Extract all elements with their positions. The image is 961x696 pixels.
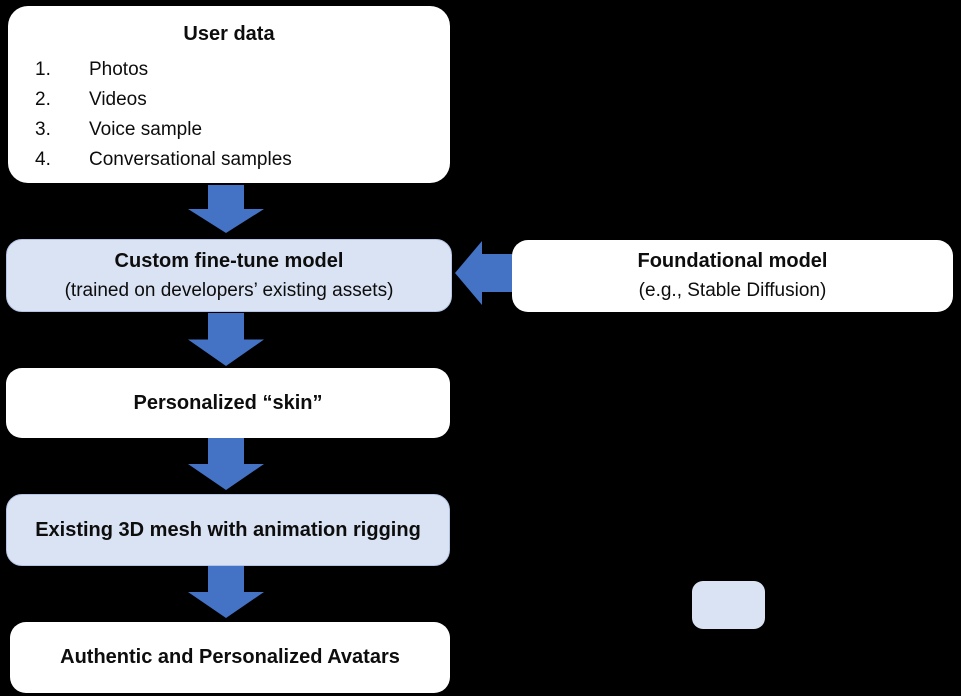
list-item-number: 3.: [35, 119, 51, 140]
custom-model-title: Custom fine-tune model: [114, 249, 344, 272]
avatars-box: Authentic and Personalized Avatars: [10, 622, 450, 693]
list-item-label: Voice sample: [89, 119, 203, 140]
list-item: 1. Photos: [8, 55, 450, 85]
foundational-model-box: Foundational model (e.g., Stable Diffusi…: [512, 240, 953, 312]
down-arrow-icon: [188, 313, 264, 366]
user-data-title: User data: [183, 23, 275, 45]
foundational-model-subtitle: (e.g., Stable Diffusion): [638, 280, 827, 301]
down-arrow-icon: [188, 438, 264, 490]
list-item-label: Conversational samples: [89, 149, 292, 170]
custom-model-subtitle: (trained on developers’ existing assets): [64, 279, 394, 301]
down-arrow-icon: [188, 566, 264, 618]
list-item-label: Videos: [89, 89, 147, 110]
mesh-box: Existing 3D mesh with animation rigging: [6, 494, 450, 566]
user-data-list: 1. Photos 2. Videos 3. Voice sample 4. C…: [8, 55, 450, 175]
avatars-title: Authentic and Personalized Avatars: [60, 646, 400, 668]
list-item-number: 1.: [35, 59, 51, 80]
list-item-number: 2.: [35, 89, 51, 110]
user-data-box: User data 1. Photos 2. Videos 3. Voice s…: [8, 6, 450, 183]
custom-model-box: Custom fine-tune model (trained on devel…: [6, 239, 452, 312]
list-item-number: 4.: [35, 149, 51, 170]
list-item: 3. Voice sample: [8, 115, 450, 145]
personalized-skin-box: Personalized “skin”: [6, 368, 450, 438]
down-arrow-icon: [188, 185, 264, 233]
left-arrow-icon: [455, 241, 512, 305]
list-item-label: Photos: [89, 59, 149, 80]
mesh-title: Existing 3D mesh with animation rigging: [35, 518, 421, 541]
list-item: 4. Conversational samples: [8, 145, 450, 175]
foundational-model-title: Foundational model: [637, 250, 828, 272]
personalized-skin-title: Personalized “skin”: [133, 391, 323, 414]
legend-color-swatch: [692, 581, 765, 629]
list-item: 2. Videos: [8, 85, 450, 115]
